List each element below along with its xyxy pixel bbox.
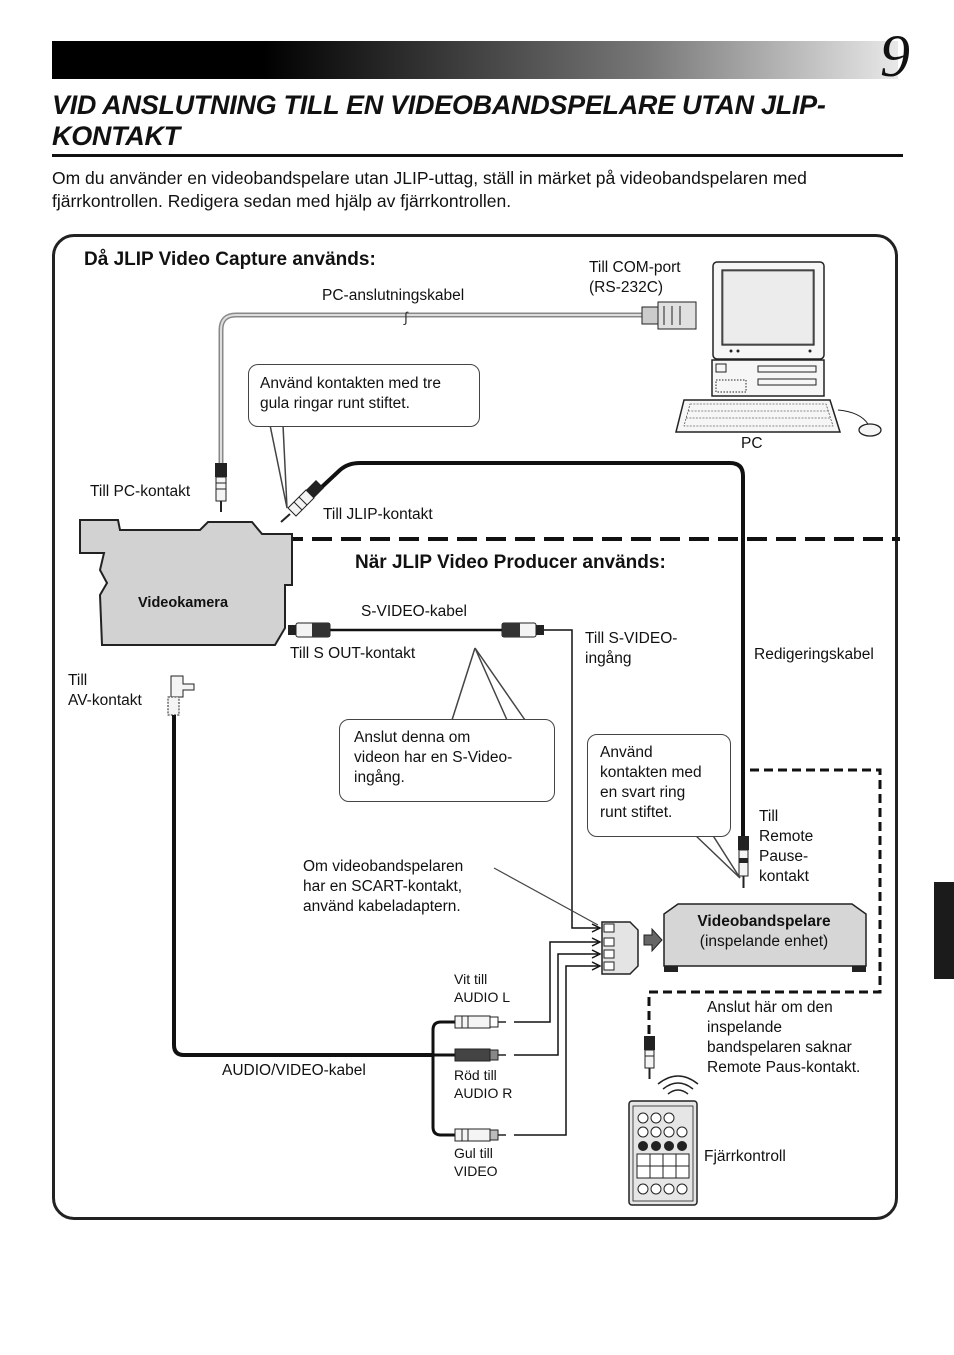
label-vcr-title: Videobandspelare bbox=[697, 913, 831, 930]
vcr-label: Videobandspelare (inspelande enhet) bbox=[664, 912, 864, 952]
remote-control-icon bbox=[628, 1100, 698, 1206]
serial-connector-icon bbox=[641, 301, 697, 330]
title-underline bbox=[52, 154, 903, 157]
bubble-three-rings-text: Använd kontakten med tre gula ringar run… bbox=[260, 375, 441, 412]
bubble-black-ring-text: Använd kontakten med en svart ring runt … bbox=[600, 744, 702, 821]
section-heading-producer: När JLIP Video Producer används: bbox=[355, 552, 666, 573]
label-s-out: Till S OUT-kontakt bbox=[290, 645, 416, 662]
rca-white-icon bbox=[454, 1015, 506, 1029]
label-jlip-jack: Till JLIP-kontakt bbox=[323, 506, 433, 523]
label-com-port: Till COM-port (RS-232C) bbox=[589, 259, 681, 296]
label-vcr-sub: (inspelande enhet) bbox=[699, 933, 829, 950]
remote-plug-icon bbox=[644, 1036, 655, 1079]
svg-text:∫: ∫ bbox=[403, 309, 409, 325]
label-remote: Fjärrkontroll bbox=[704, 1148, 786, 1165]
label-camcorder: Videokamera bbox=[138, 594, 229, 611]
label-remote-pause: Till Remote Pause- kontakt bbox=[759, 808, 814, 885]
label-red-audio-r: Röd till AUDIO R bbox=[454, 1067, 513, 1101]
section-heading-capture: Då JLIP Video Capture används: bbox=[84, 249, 376, 270]
bubble-svideo-note: Anslut denna om videon har en S-Video- i… bbox=[339, 719, 555, 802]
rca-yellow-icon bbox=[454, 1128, 506, 1142]
header-gradient-bar bbox=[52, 41, 898, 79]
label-av-jack: Till AV-kontakt bbox=[68, 672, 142, 709]
signal-waves-icon bbox=[657, 1075, 699, 1095]
bubble-black-ring: Använd kontakten med en svart ring runt … bbox=[587, 734, 731, 837]
label-svideo-cable: S-VIDEO-kabel bbox=[361, 603, 467, 620]
pc-plug-icon bbox=[215, 463, 227, 512]
diagram-frame bbox=[52, 234, 898, 1220]
label-white-audio-l: Vit till AUDIO L bbox=[454, 971, 511, 1005]
arrow-to-vcr-icon bbox=[643, 927, 663, 953]
label-pc: PC bbox=[741, 435, 763, 452]
av-plug-icon bbox=[167, 675, 195, 716]
av-cable bbox=[172, 715, 433, 1057]
side-tab-marker bbox=[934, 882, 954, 979]
remote-pause-plug-icon bbox=[738, 836, 749, 888]
label-connect-here: Anslut här om den inspelande bandspelare… bbox=[707, 999, 861, 1076]
label-yellow-video: Gul till VIDEO bbox=[454, 1145, 498, 1179]
label-scart-note: Om videobandspelaren har en SCART-kontak… bbox=[303, 858, 464, 915]
label-pc-cable: PC-anslutningskabel bbox=[322, 287, 465, 304]
computer-icon bbox=[675, 261, 882, 437]
intro-paragraph: Om du använder en videobandspelare utan … bbox=[52, 168, 807, 211]
page-title: VID ANSLUTNING TILL EN VIDEOBANDSPELARE … bbox=[52, 90, 826, 151]
label-s-video-in: Till S-VIDEO- ingång bbox=[585, 630, 678, 667]
bubble-three-rings: Använd kontakten med tre gula ringar run… bbox=[248, 364, 480, 427]
jlip-plug-icon bbox=[280, 480, 324, 523]
label-pc-jack: Till PC-kontakt bbox=[90, 483, 191, 500]
remote-dashed-line bbox=[647, 768, 882, 1036]
page-number: 9 bbox=[880, 23, 910, 89]
vcr-icon bbox=[663, 903, 867, 972]
label-av-cable: AUDIO/VIDEO-kabel bbox=[222, 1062, 366, 1079]
bubble-svideo-note-text: Anslut denna om videon har en S-Video- i… bbox=[354, 729, 513, 786]
rca-red-icon bbox=[454, 1048, 506, 1062]
svideo-plug-left-icon bbox=[288, 622, 331, 638]
scart-adapter-icon bbox=[601, 921, 639, 975]
label-edit-cable: Redigeringskabel bbox=[754, 646, 874, 663]
camcorder-icon bbox=[79, 519, 293, 646]
svideo-plug-right-icon bbox=[501, 622, 544, 638]
editing-cable bbox=[308, 461, 745, 838]
